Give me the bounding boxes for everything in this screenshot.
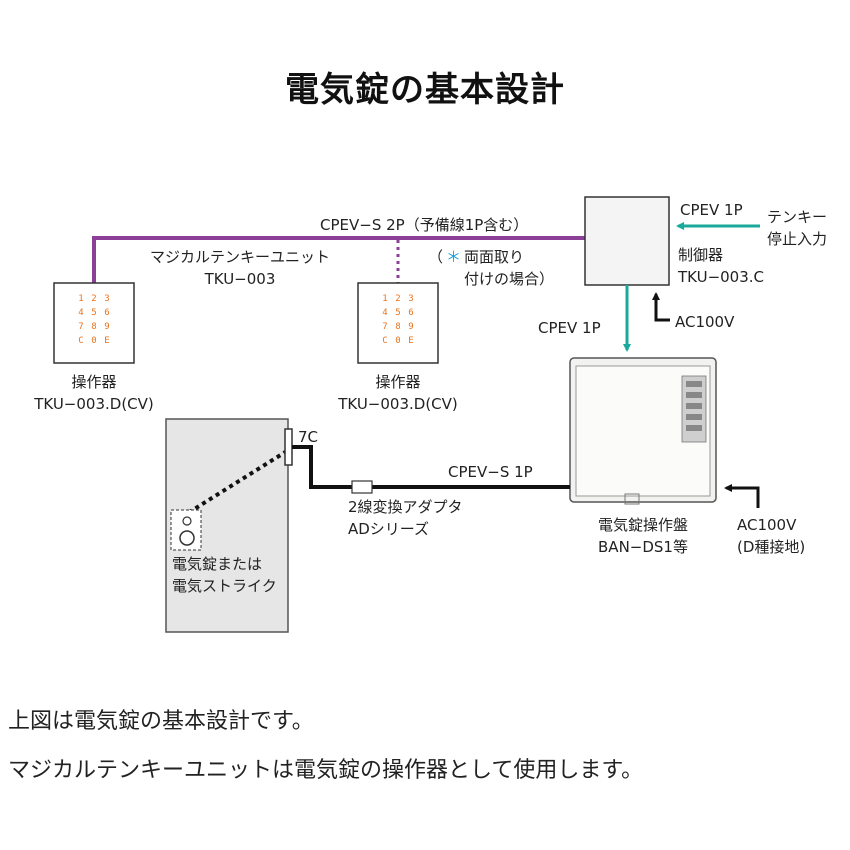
adapter-label: 2線変換アダプタ (348, 498, 463, 516)
lock-area-dashed (170, 509, 202, 551)
controller-panel-cable: CPEV 1P (538, 319, 601, 337)
connector-7c (284, 428, 293, 466)
keypad-key: 2 (91, 294, 96, 304)
label-lock-cable: CPEV−S 1P (448, 463, 533, 481)
controller-box (584, 196, 670, 286)
panel-label: 電気錠操作盤 (598, 516, 688, 534)
ac-controller-label: AC100V (675, 313, 735, 331)
keypad-key: 3 (104, 294, 109, 304)
operation-panel (569, 357, 717, 505)
panel-model: BAN−DS1等 (598, 538, 688, 556)
keypad-key: 5 (395, 308, 400, 318)
controller-input-cable: CPEV 1P (680, 201, 743, 219)
keypad-2-label: 操作器 (375, 373, 420, 391)
label-unit-name: マジカルテンキーユニット (150, 248, 330, 266)
keypad-key: 0 (395, 336, 400, 346)
keypad-key: 9 (104, 322, 109, 332)
keypad-key: 4 (382, 308, 387, 318)
asterisk-icon: ＊ (446, 248, 461, 266)
keypad-2-model: TKU−003.D(CV) (337, 395, 458, 413)
arrow-ac-panel (724, 484, 760, 508)
keypad-key: 7 (382, 322, 387, 332)
label-7c: 7C (298, 428, 318, 446)
keypad-1-label: 操作器 (71, 373, 116, 391)
description-line1: 上図は電気錠の基本設計です。 (8, 709, 314, 734)
controller-model: TKU−003.C (677, 268, 764, 286)
lock-line2: 電気ストライク (172, 577, 277, 595)
lock-cylinder-large (179, 530, 195, 546)
cable-cpev-s-2p (92, 236, 585, 283)
keypad-key: C (382, 336, 387, 346)
keypad-key: 6 (104, 308, 109, 318)
label-both-sides-paren: （ (428, 248, 443, 266)
keypad-key: C (78, 336, 83, 346)
keypad-key: 8 (395, 322, 400, 332)
label-both-sides-1: 両面取り (464, 248, 524, 266)
description-line2: マジカルテンキーユニットは電気錠の操作器として使用します。 (8, 758, 644, 783)
ac-panel-line2: (D種接地) (737, 538, 805, 556)
lock-cylinder-small (182, 516, 192, 526)
keypad-key: 5 (91, 308, 96, 318)
label-both-sides-2: 付けの場合） (464, 270, 554, 288)
door-cable-dotted (186, 449, 289, 515)
keypad-key: 8 (91, 322, 96, 332)
adapter-box (351, 480, 373, 494)
keypad-key: 1 (382, 294, 387, 304)
adapter-series: ADシリーズ (348, 520, 429, 538)
keypad-key: 1 (78, 294, 83, 304)
keypad-key: 7 (78, 322, 83, 332)
keypad-key: 3 (408, 294, 413, 304)
keypad-key: 9 (408, 322, 413, 332)
tenkey-stop-line1: テンキー (767, 208, 827, 226)
cable-cpev-s-1p (292, 445, 570, 489)
keypad-key: E (104, 336, 109, 346)
label-unit-model: TKU−003 (204, 270, 276, 288)
controller-label: 制御器 (678, 246, 723, 264)
keypad-key: 4 (78, 308, 83, 318)
label-top-cable: CPEV−S 2P（予備線1P含む） (320, 216, 528, 234)
keypad-key: E (408, 336, 413, 346)
lock-line1: 電気錠または (172, 555, 262, 573)
page-title: 電気錠の基本設計 (285, 70, 565, 110)
ac-panel-line1: AC100V (737, 516, 797, 534)
keypad-key: 2 (395, 294, 400, 304)
keypad-key: 0 (91, 336, 96, 346)
keypad-key: 6 (408, 308, 413, 318)
arrow-ac-controller (652, 292, 670, 322)
tenkey-stop-line2: 停止入力 (767, 230, 827, 248)
keypad-1-model: TKU−003.D(CV) (33, 395, 154, 413)
